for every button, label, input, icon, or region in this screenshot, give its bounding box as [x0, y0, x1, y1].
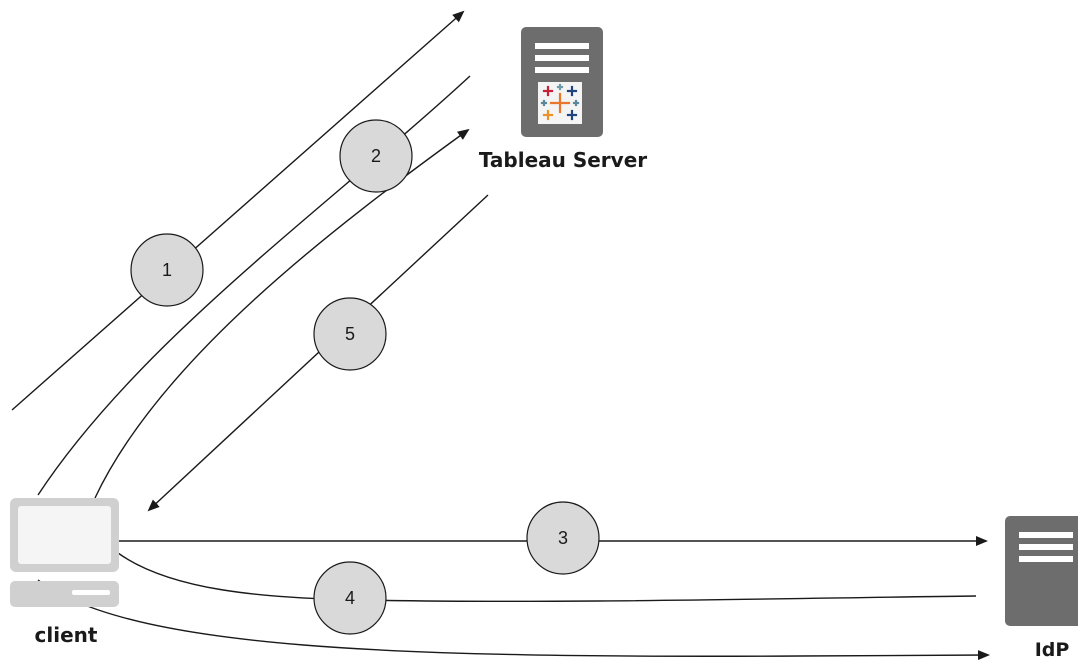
connector-step-1 — [11, 10, 465, 411]
tableau-server-label: Tableau Server — [479, 148, 647, 172]
connector-step-4-redirect — [37, 579, 990, 661]
step-3-marker: 3 — [526, 501, 600, 575]
connector-step-2 — [37, 75, 471, 496]
step-2-marker: 2 — [339, 119, 413, 193]
idp-server-icon — [1005, 516, 1078, 626]
step-3-number: 3 — [558, 528, 568, 548]
step-5-marker: 5 — [313, 297, 387, 371]
step-2-number: 2 — [371, 146, 381, 166]
step-5-number: 5 — [345, 324, 355, 344]
idp-label: IdP — [1035, 639, 1070, 661]
step-1-marker: 1 — [130, 233, 204, 307]
tableau-server-icon — [521, 27, 603, 137]
step-4-marker: 4 — [313, 561, 387, 635]
step-4-number: 4 — [345, 588, 355, 608]
tableau-logo-icon — [540, 83, 580, 121]
connector-step-2-return — [94, 128, 470, 499]
step-1-number: 1 — [162, 260, 172, 280]
client-computer-icon — [10, 498, 119, 607]
client-label: client — [35, 623, 98, 647]
connector-step-4 — [117, 552, 977, 603]
